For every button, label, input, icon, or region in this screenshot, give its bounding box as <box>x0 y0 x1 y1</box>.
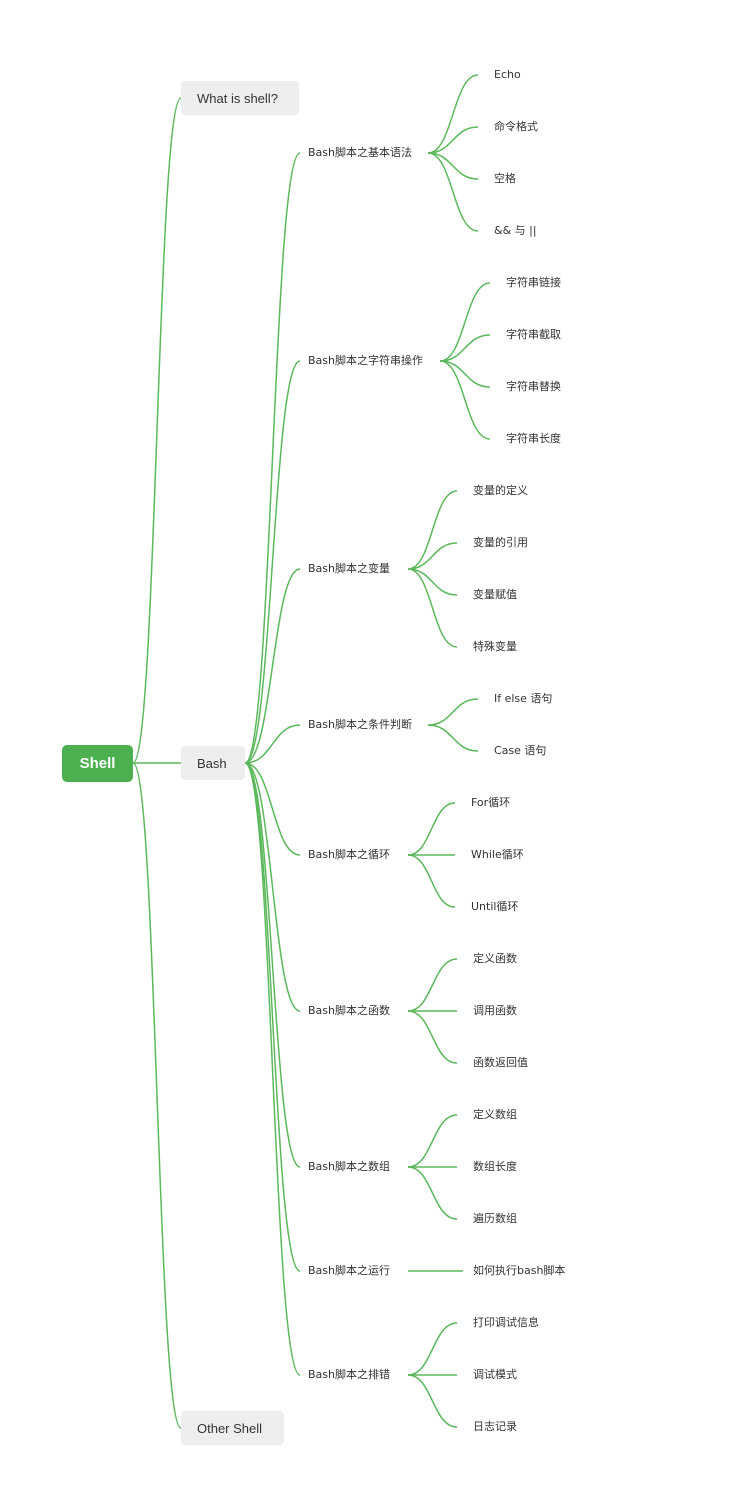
subtopic-label[interactable]: 字符串链接 <box>506 276 561 289</box>
edge-bash-topic <box>244 568 301 764</box>
edge-topic-child <box>439 360 491 388</box>
subtopic-label[interactable]: 如何执行bash脚本 <box>473 1264 566 1277</box>
subtopic-label[interactable]: 打印调试信息 <box>473 1316 539 1329</box>
topic-label[interactable]: Bash脚本之数组 <box>308 1160 390 1173</box>
edge-bash-topic <box>244 724 301 764</box>
edge-topic-child <box>427 74 479 154</box>
edge-topic-child <box>439 334 491 362</box>
subtopic-label[interactable]: Echo <box>494 68 521 81</box>
edge-topic-child <box>427 152 479 232</box>
edge-topic-child <box>427 126 479 154</box>
edge-root-other-shell <box>132 762 182 1429</box>
topic-label[interactable]: Bash脚本之函数 <box>308 1004 390 1017</box>
subtopic-label[interactable]: Case 语句 <box>494 744 547 757</box>
subtopic-label[interactable]: 字符串长度 <box>506 432 561 445</box>
edge-topic-child <box>427 698 479 726</box>
edge-bash-topic <box>244 360 301 764</box>
edge-topic-child <box>439 360 491 440</box>
subtopic-label[interactable]: 字符串替换 <box>506 380 561 393</box>
edge-topic-child <box>407 1374 458 1428</box>
edge-root-what-is-shell <box>132 97 182 764</box>
node-bash[interactable]: Bash <box>181 746 245 780</box>
topic-label[interactable]: Bash脚本之变量 <box>308 562 390 575</box>
edge-topic-child <box>407 1322 458 1376</box>
subtopic-label[interactable]: 特殊变量 <box>473 640 517 653</box>
subtopic-label[interactable]: 变量赋值 <box>473 588 517 601</box>
subtopic-label[interactable]: While循环 <box>471 848 524 861</box>
topic-label[interactable]: Bash脚本之排错 <box>308 1368 390 1381</box>
node-what-is-shell[interactable]: What is shell? <box>181 81 299 115</box>
subtopic-label[interactable]: 空格 <box>494 172 516 185</box>
subtopic-label[interactable]: 定义函数 <box>473 952 517 965</box>
edge-topic-child <box>407 568 458 596</box>
topic-label[interactable]: Bash脚本之循环 <box>308 848 390 861</box>
edge-bash-topic <box>244 152 301 764</box>
edge-bash-topic <box>244 762 301 1376</box>
edge-topic-child <box>427 724 479 752</box>
subtopic-label[interactable]: If else 语句 <box>494 692 553 705</box>
edge-topic-child <box>407 958 458 1012</box>
edge-topic-child <box>407 568 458 648</box>
subtopic-label[interactable]: 变量的引用 <box>473 536 528 549</box>
edge-topic-child <box>427 152 479 180</box>
subtopic-label[interactable]: 变量的定义 <box>473 484 528 497</box>
edge-topic-child <box>407 1114 458 1168</box>
edge-topic-child <box>407 1166 458 1220</box>
edge-bash-topic <box>244 762 301 1272</box>
edge-topic-child <box>407 1010 458 1064</box>
node-other-shell[interactable]: Other Shell <box>181 1411 284 1445</box>
edge-topic-child <box>407 854 456 908</box>
subtopic-label[interactable]: 命令格式 <box>494 120 538 133</box>
edge-topic-child <box>407 490 458 570</box>
subtopic-label[interactable]: For循环 <box>471 796 511 809</box>
subtopic-label[interactable]: 调试模式 <box>473 1368 517 1381</box>
topic-label[interactable]: Bash脚本之运行 <box>308 1264 390 1277</box>
subtopic-label[interactable]: 数组长度 <box>473 1160 517 1173</box>
edge-topic-child <box>439 282 491 362</box>
edge-topic-child <box>407 802 456 856</box>
edge-bash-topic <box>244 762 301 856</box>
subtopic-label[interactable]: 函数返回值 <box>473 1056 528 1069</box>
edge-bash-topic <box>244 762 301 1168</box>
topic-label[interactable]: Bash脚本之条件判断 <box>308 718 412 731</box>
subtopic-label[interactable]: Until循环 <box>471 900 519 913</box>
topic-label[interactable]: Bash脚本之基本语法 <box>308 146 412 159</box>
subtopic-label[interactable]: 字符串截取 <box>506 328 561 341</box>
edge-bash-topic <box>244 762 301 1012</box>
subtopic-label[interactable]: 调用函数 <box>473 1004 517 1017</box>
subtopic-label[interactable]: && 与 || <box>494 224 537 237</box>
topic-label[interactable]: Bash脚本之字符串操作 <box>308 354 423 367</box>
root-node-shell[interactable]: Shell <box>62 745 133 782</box>
edge-topic-child <box>407 542 458 570</box>
subtopic-label[interactable]: 遍历数组 <box>473 1212 517 1225</box>
subtopic-label[interactable]: 日志记录 <box>473 1420 517 1433</box>
subtopic-label[interactable]: 定义数组 <box>473 1108 517 1121</box>
